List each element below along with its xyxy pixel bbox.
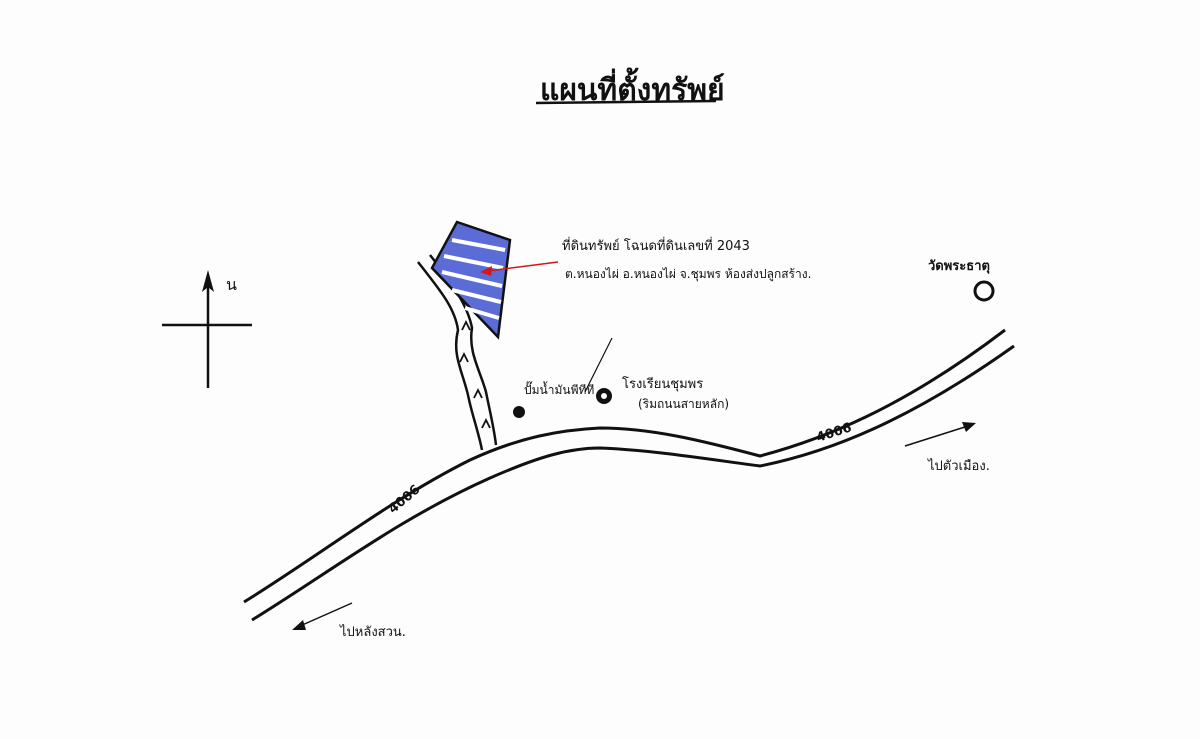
direction-arrow-icon (904, 422, 976, 447)
landmark-top-right-label: วัดพระธาตุ (928, 259, 990, 274)
access-road-chevrons (459, 319, 491, 429)
compass-cross-icon (162, 275, 252, 388)
direction-left-label: ไปหลังสวน. (339, 624, 406, 640)
direction-right-label: ไปตัวเมือง. (927, 458, 990, 474)
plot-label-line2: ต.หนองไผ่ อ.หนองไผ่ จ.ชุมพร ห้องส่งปลูกส… (565, 267, 811, 282)
landmark-right-marker-sub: (ริมถนนสายหลัก) (638, 397, 729, 411)
landmark-circle-icon (973, 280, 995, 302)
direction-arrow-icon-left (292, 602, 353, 630)
plot-label-line1: ที่ดินทรัพย์ โฉนดที่ดินเลขที่ 2043 (562, 237, 750, 254)
landmark-left-marker-label: ปั๊มน้ำมันพีทีที (524, 381, 594, 397)
school-dot-ring (601, 393, 607, 399)
north-label: น (226, 275, 237, 294)
property-plot (430, 220, 512, 340)
north-arrow-icon (202, 270, 214, 292)
landmark-right-marker-label: โรงเรียนชุมพร (622, 376, 703, 392)
title-underline (535, 99, 717, 105)
main-road-4006 (243, 328, 1015, 622)
landmark-left-marker-leader (584, 337, 613, 393)
plot-pointer-arrow (480, 261, 559, 276)
road-label-4006-upper: 4006 (815, 420, 854, 445)
landmark-dot-icon (513, 406, 525, 418)
road-label-4006-lower: 4006 (386, 482, 423, 517)
